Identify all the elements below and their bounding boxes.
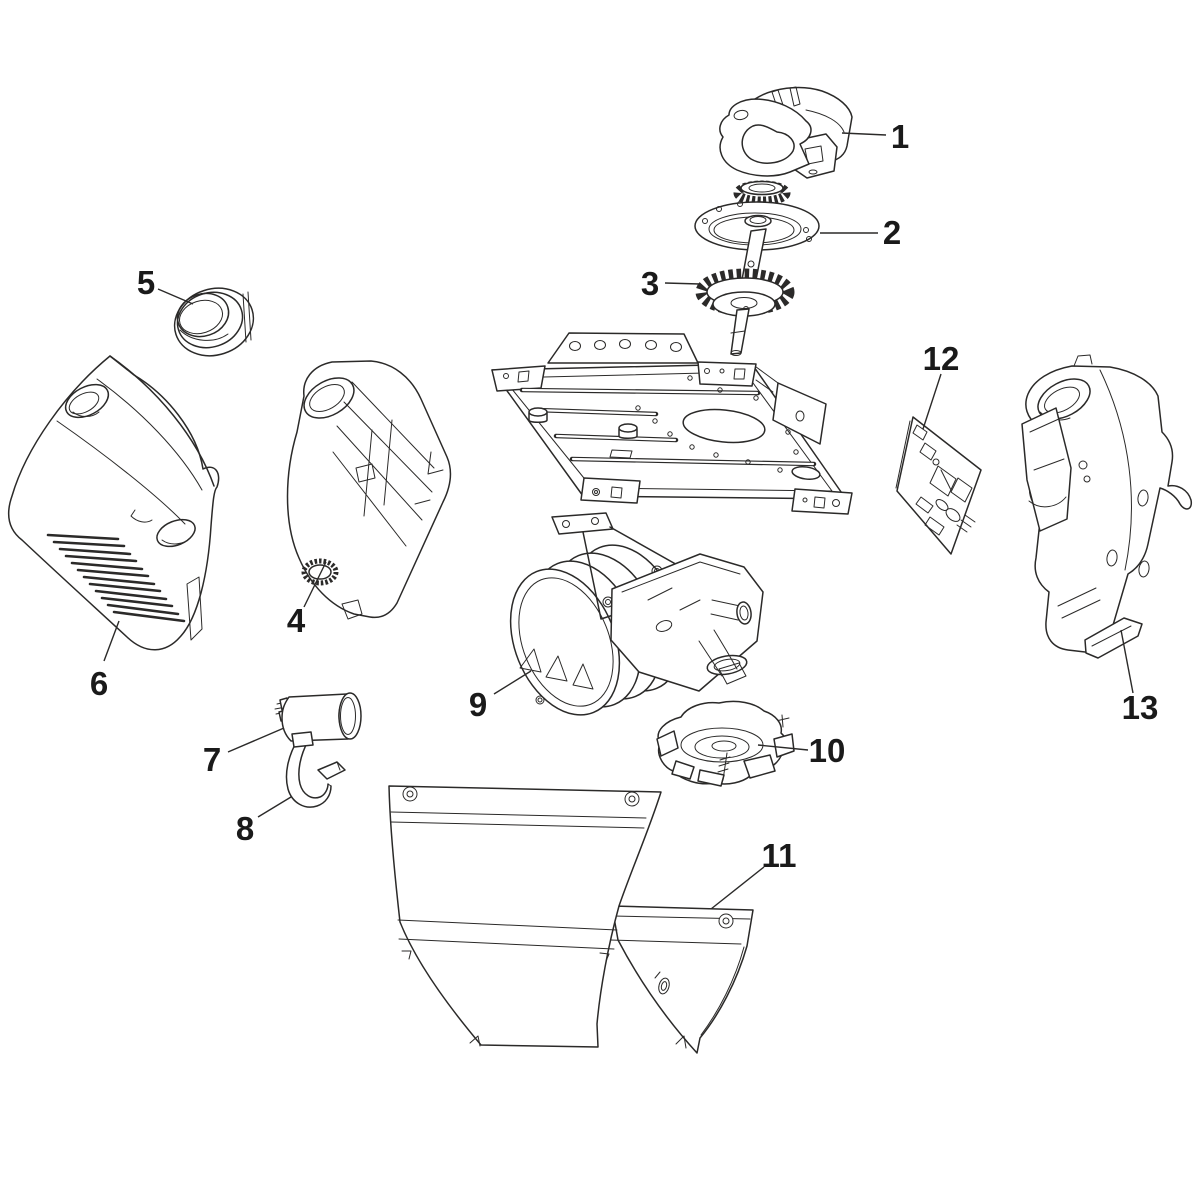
- part-label-4: 4: [287, 602, 306, 639]
- part-5-round-lens-cap: [173, 287, 255, 357]
- part-3-drive-gear-shaft: [695, 228, 795, 356]
- part-label-9: 9: [469, 686, 487, 723]
- cover-clip: [658, 977, 670, 995]
- part-label-13: 13: [1122, 689, 1159, 726]
- capacitor-end-face: [338, 692, 362, 740]
- cover-right-wing: [611, 905, 754, 1054]
- part-13-right-end-panel: [1021, 354, 1193, 659]
- pcb-transformer: [929, 465, 957, 497]
- part-2-sprocket-flange-plate: [694, 180, 820, 251]
- clamp-opening: [741, 124, 795, 164]
- part-8-capacitor-strap: [285, 731, 346, 808]
- cover-handle-hole: [64, 383, 110, 419]
- right-panel-socket-block: [1021, 407, 1072, 532]
- chassis-large-hole: [682, 408, 766, 444]
- leader-line-7: [227, 727, 285, 753]
- chassis-plate: [491, 332, 853, 515]
- part-label-12: 12: [923, 340, 960, 377]
- callouts: 1 2 3 4 5 6 7 8 9 10 11 12 13: [90, 118, 1159, 910]
- cover-vent-slats: [46, 533, 186, 623]
- leader-line-1: [841, 132, 887, 136]
- part-label-11: 11: [762, 837, 797, 874]
- chassis-upright-flange: [772, 382, 827, 445]
- part-label-1: 1: [891, 118, 909, 155]
- leader-line-11: [710, 866, 765, 910]
- chassis-slots: [519, 387, 817, 467]
- leader-line-13: [1120, 629, 1134, 694]
- chassis-small-holes: [635, 375, 799, 473]
- part-4-left-end-panel: [286, 360, 452, 620]
- leader-line-6: [103, 620, 120, 662]
- panel-boss: [303, 377, 355, 419]
- part-label-7: 7: [203, 741, 221, 778]
- part-10-limit-drive-assembly: [656, 700, 795, 787]
- part-1-clamp-bracket: [719, 86, 853, 179]
- leader-line-8: [257, 796, 292, 818]
- part-label-10: 10: [809, 732, 846, 769]
- part-label-3: 3: [641, 265, 659, 302]
- part-label-5: 5: [137, 264, 155, 301]
- pcb-outline: [896, 416, 982, 555]
- pcb-relay: [950, 477, 973, 503]
- leader-line-9: [493, 670, 532, 695]
- leader-line-3: [664, 282, 701, 285]
- part-9-motor-assembly: [509, 512, 764, 716]
- part-12-circuit-board: [895, 416, 982, 555]
- part-label-6: 6: [90, 665, 108, 702]
- panel-outline: [286, 360, 452, 619]
- right-panel-hook: [1037, 378, 1091, 420]
- cover-left-section: [388, 785, 662, 1048]
- cover-outline: [7, 355, 220, 651]
- leader-line-4: [303, 561, 327, 608]
- part-label-2: 2: [883, 214, 901, 251]
- motor-fan-blades: [519, 648, 594, 690]
- limit-screw: [717, 752, 731, 781]
- part-6-vented-front-cover: [7, 355, 220, 651]
- part-7-capacitor: [274, 692, 362, 742]
- motor-bracket-flange: [551, 512, 614, 535]
- strap-arrow-tab: [317, 761, 346, 780]
- part-label-8: 8: [236, 810, 254, 847]
- leader-line-10: [757, 744, 809, 751]
- leader-line-12: [922, 373, 942, 430]
- strap-outer: [285, 738, 332, 808]
- leader-line-5: [157, 288, 194, 305]
- part-11-wraparound-cover: [388, 785, 754, 1054]
- strap-inner: [298, 740, 329, 799]
